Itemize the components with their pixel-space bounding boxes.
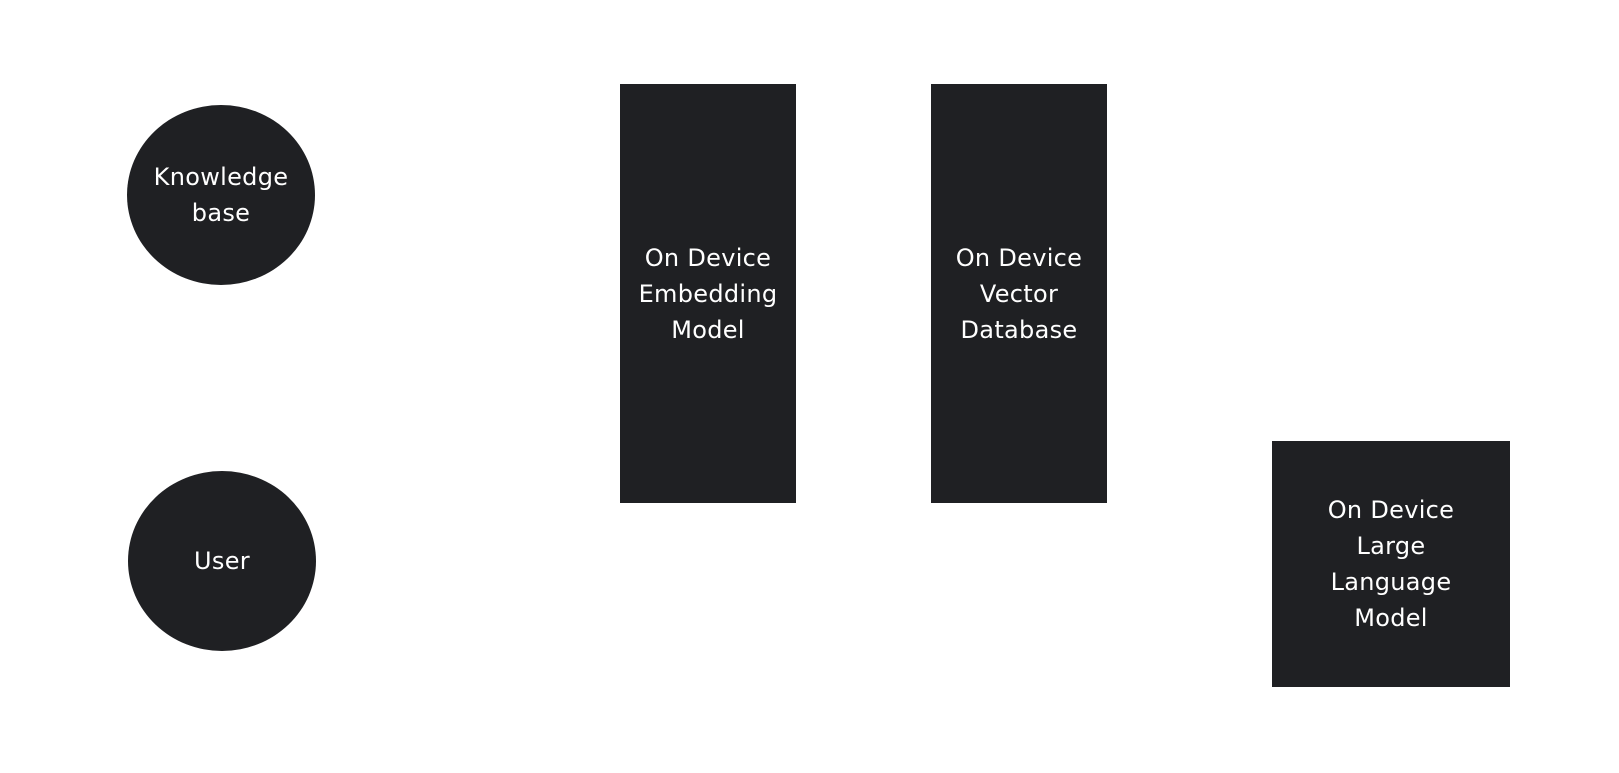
user-label: User: [194, 547, 250, 575]
vector-database-node: On Device Vector Database: [931, 84, 1107, 503]
knowledge-base-label: Knowledge base: [153, 163, 289, 227]
llm-label: On Device Large Language Model: [1327, 496, 1455, 632]
vector-database-label: On Device Vector Database: [955, 243, 1083, 344]
llm-node: On Device Large Language Model: [1272, 441, 1510, 687]
knowledge-base-node: Knowledge base: [127, 105, 315, 285]
embedding-model-node: On Device Embedding Model: [620, 84, 796, 503]
embedding-model-label: On Device Embedding Model: [638, 243, 778, 344]
user-node: User: [128, 471, 316, 651]
